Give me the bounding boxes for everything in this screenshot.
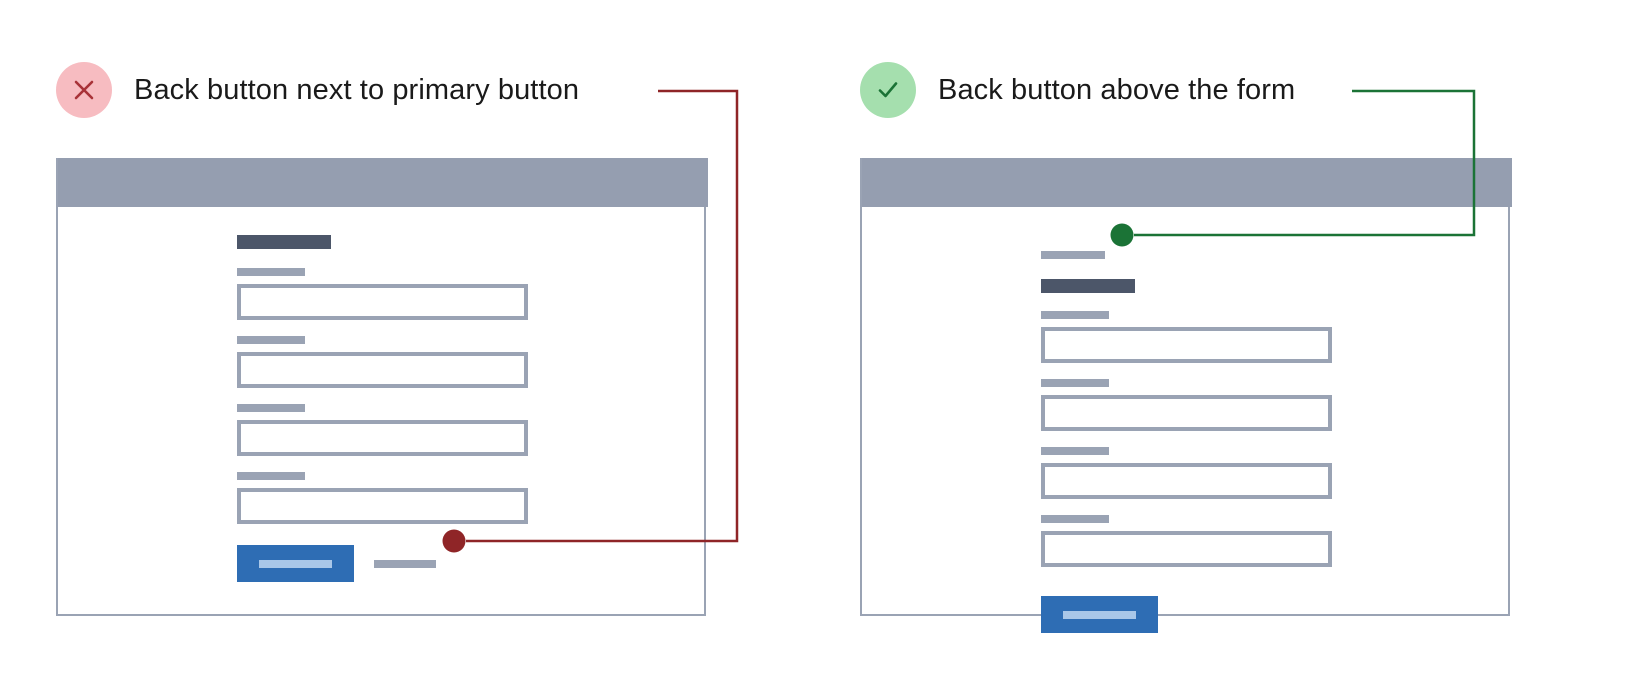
field-label-3-do: [1041, 447, 1109, 455]
back-link-above-form[interactable]: [1041, 251, 1105, 259]
caption-row-dont: Back button next to primary button: [56, 62, 579, 118]
primary-button-dont[interactable]: [237, 545, 354, 582]
field-input-1-do[interactable]: [1041, 327, 1332, 363]
field-input-4-dont[interactable]: [237, 488, 528, 524]
x-icon: [74, 80, 94, 100]
status-badge-success: [860, 62, 916, 118]
field-label-3-dont: [237, 404, 305, 412]
form-body-do: [862, 207, 1508, 633]
field-label-2-do: [1041, 379, 1109, 387]
field-label-2-dont: [237, 336, 305, 344]
field-label-1-do: [1041, 311, 1109, 319]
browser-panel-do: [860, 158, 1512, 633]
form-body-dont: [58, 207, 704, 614]
status-badge-error: [56, 62, 112, 118]
caption-row-do: Back button above the form: [860, 62, 1295, 118]
caption-label-do: Back button above the form: [938, 73, 1296, 106]
back-link-beside-primary-button[interactable]: [374, 560, 436, 568]
primary-button-do[interactable]: [1041, 596, 1158, 633]
primary-button-label-dont: [259, 559, 332, 568]
field-input-4-do[interactable]: [1041, 531, 1332, 567]
field-label-4-do: [1041, 515, 1109, 523]
caption-label-dont: Back button next to primary button: [134, 73, 580, 106]
field-input-3-do[interactable]: [1041, 463, 1332, 499]
browser-chrome-bar-do: [862, 158, 1512, 207]
browser-panel-dont: [56, 158, 708, 616]
field-input-2-dont[interactable]: [237, 352, 528, 388]
form-title-dont: [237, 235, 331, 249]
field-input-2-do[interactable]: [1041, 395, 1332, 431]
field-input-1-dont[interactable]: [237, 284, 528, 320]
field-input-3-dont[interactable]: [237, 420, 528, 456]
field-label-1-dont: [237, 268, 305, 276]
check-icon: [878, 82, 898, 98]
form-title-do: [1041, 279, 1135, 293]
field-label-4-dont: [237, 472, 305, 480]
primary-button-label-do: [1063, 610, 1136, 619]
browser-chrome-bar-dont: [58, 158, 708, 207]
